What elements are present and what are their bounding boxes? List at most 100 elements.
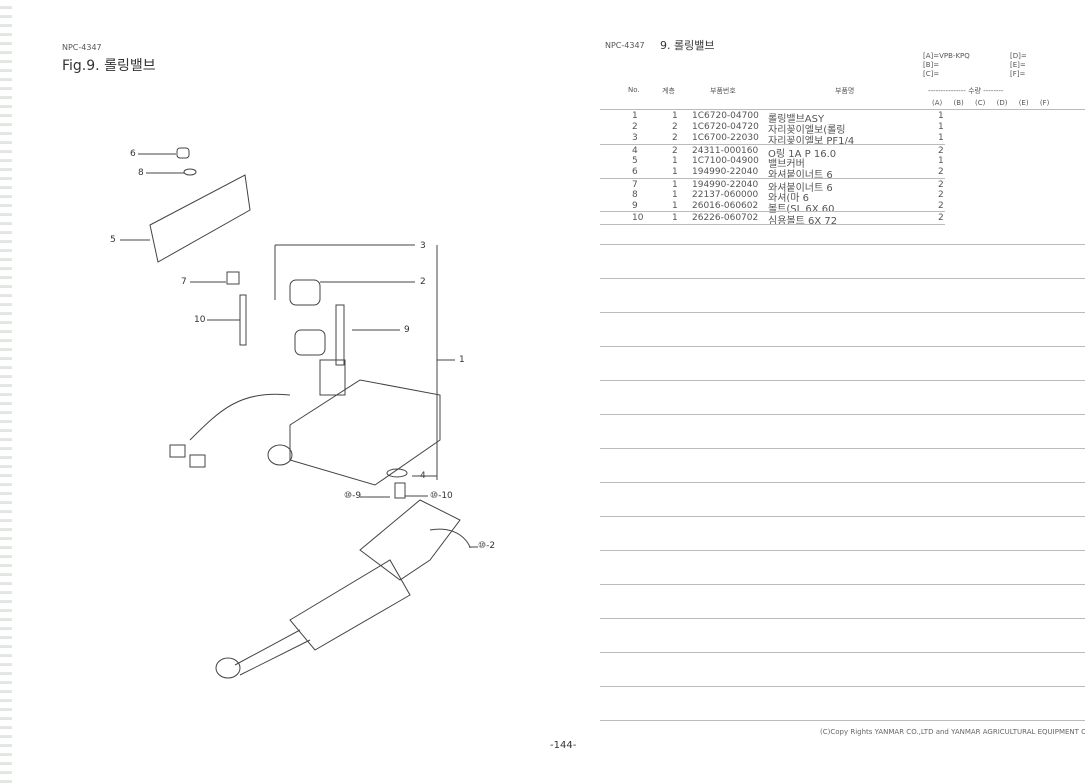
row-rule	[600, 550, 1085, 551]
callout-7: 7	[181, 277, 187, 287]
parts-row: 8 1 22137-060000 와셔(마 6 2	[600, 190, 945, 204]
row-part-name: 와셔붙이너트 6	[768, 170, 833, 181]
parts-row: 2 2 1C6720-04720 자리꽂이엘보(롤링 1	[600, 122, 945, 136]
header-qty: --------------- 수량 --------	[928, 87, 1004, 95]
callout-9: 9	[404, 325, 410, 335]
qty-columns: (A) (B) (C) (D) (E) (F)	[932, 99, 1050, 107]
row-qty-a: 2	[938, 201, 944, 211]
row-level: 1	[672, 190, 678, 200]
header-name: 부품명	[835, 87, 855, 95]
row-level: 1	[672, 111, 678, 121]
row-qty-a: 2	[938, 146, 944, 156]
page-number: -144-	[550, 740, 577, 751]
model-f: [F]=	[1010, 70, 1026, 78]
exploded-parts-diagram	[120, 147, 478, 679]
row-rule	[600, 278, 1085, 279]
left-page-code: NPC-4347	[62, 43, 102, 52]
row-qty-a: 2	[938, 213, 944, 223]
row-qty-a: 1	[938, 111, 944, 121]
row-part-no: 26226-060702	[692, 213, 759, 223]
row-rule	[600, 224, 945, 225]
callout-10: 10	[194, 315, 206, 325]
row-qty-a: 2	[938, 167, 944, 177]
parts-row: 9 1 26016-060602 볼트(SL 6X 60 2	[600, 201, 945, 215]
row-part-name: 와셔(마 6	[768, 193, 810, 204]
row-rule	[600, 516, 1085, 517]
row-rule	[600, 346, 1085, 347]
header-part-no: 부품번호	[710, 87, 736, 95]
row-no: 4	[632, 146, 638, 156]
callout-10-10: ⑩-10	[430, 491, 453, 501]
row-part-no: 1C6720-04720	[692, 122, 759, 132]
callout-1: 1	[459, 355, 465, 365]
header-rule	[600, 109, 1085, 110]
row-no: 2	[632, 122, 638, 132]
row-part-name: 볼트(SL 6X 60	[768, 204, 835, 215]
row-rule	[600, 178, 945, 179]
callout-8: 8	[138, 168, 144, 178]
row-rule	[600, 652, 1085, 653]
row-part-no: 194990-22040	[692, 167, 759, 177]
row-part-no: 1C6720-04700	[692, 111, 759, 121]
row-no: 8	[632, 190, 638, 200]
row-rule	[600, 448, 1085, 449]
row-part-name: 자리꽂이엘보(롤링	[768, 125, 846, 136]
callout-6: 6	[130, 149, 136, 159]
row-level: 2	[672, 133, 678, 143]
row-qty-a: 2	[938, 180, 944, 190]
row-qty-a: 1	[938, 156, 944, 166]
row-level: 1	[672, 213, 678, 223]
row-level: 2	[672, 122, 678, 132]
callout-10-2: ⑩-2	[478, 541, 496, 551]
parts-row: 5 1 1C7100-04900 밸브커버 1	[600, 156, 945, 170]
copyright: (C)Copy Rights YANMAR CO.,LTD and YANMAR…	[820, 728, 1085, 736]
model-b: [B]=	[923, 61, 940, 69]
row-level: 2	[672, 146, 678, 156]
row-part-name: O링 1A P 16.0	[768, 149, 837, 160]
header-level: 계층	[662, 87, 675, 95]
row-rule	[600, 144, 945, 145]
model-e: [E]=	[1010, 61, 1026, 69]
scan-edge	[0, 0, 12, 783]
row-qty-a: 2	[938, 190, 944, 200]
row-part-name: 롤링밸브ASY	[768, 114, 825, 125]
row-no: 3	[632, 133, 638, 143]
row-part-no: 1C7100-04900	[692, 156, 759, 166]
row-part-no: 194990-22040	[692, 180, 759, 190]
row-rule	[600, 618, 1085, 619]
row-no: 1	[632, 111, 638, 121]
row-rule	[600, 720, 1085, 721]
parts-row: 6 1 194990-22040 와셔붙이너트 6 2	[600, 167, 945, 181]
row-no: 6	[632, 167, 638, 177]
right-page-code: NPC-4347	[605, 41, 645, 50]
row-rule	[600, 482, 1085, 483]
row-part-name: 심용볼트 6X 72	[768, 216, 838, 227]
row-level: 1	[672, 167, 678, 177]
row-part-no: 1C6700-22030	[692, 133, 759, 143]
row-level: 1	[672, 180, 678, 190]
row-rule	[600, 312, 1085, 313]
parts-row: 10 1 26226-060702 심용볼트 6X 72 2	[600, 213, 945, 227]
row-part-name: 와셔붙이너트 6	[768, 183, 833, 194]
row-no: 10	[632, 213, 644, 223]
callout-3: 3	[420, 241, 426, 251]
callout-2: 2	[420, 277, 426, 287]
figure-title: Fig.9. 롤링밸브	[62, 58, 156, 74]
row-qty-a: 1	[938, 133, 944, 143]
row-part-no: 24311-000160	[692, 146, 759, 156]
row-part-no: 26016-060602	[692, 201, 759, 211]
row-level: 1	[672, 201, 678, 211]
callout-5: 5	[110, 235, 116, 245]
model-d: [D]=	[1010, 52, 1027, 60]
model-c: [C]=	[923, 70, 940, 78]
row-part-name: 자리꽂이엘보 PF1/4	[768, 136, 855, 147]
callout-10-9: ⑩-9	[344, 491, 362, 501]
parts-row: 3 2 1C6700-22030 자리꽂이엘보 PF1/4 1	[600, 133, 945, 147]
row-no: 5	[632, 156, 638, 166]
row-rule	[600, 211, 945, 212]
row-qty-a: 1	[938, 122, 944, 132]
parts-row: 7 1 194990-22040 와셔붙이너트 6 2	[600, 180, 945, 194]
row-level: 1	[672, 156, 678, 166]
parts-row: 1 1 1C6720-04700 롤링밸브ASY 1	[600, 111, 945, 125]
row-part-no: 22137-060000	[692, 190, 759, 200]
